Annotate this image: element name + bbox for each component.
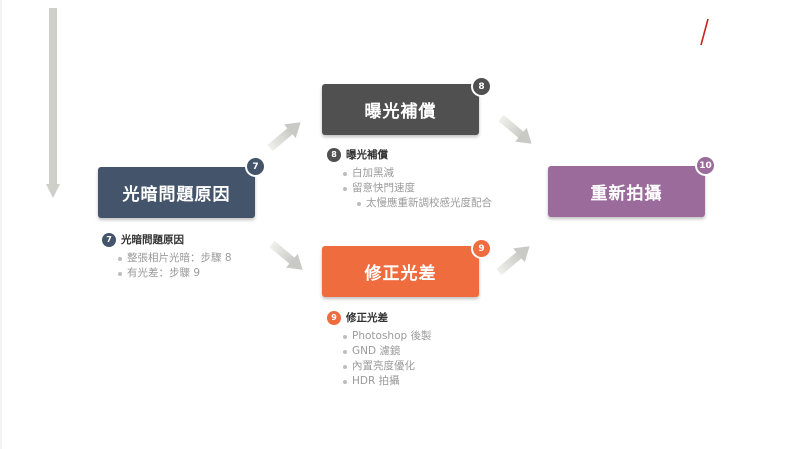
down-arrow-icon [46,8,60,198]
cause-notes: 7 光暗問題原因 整張相片光暗：步驟 8 有光差：步驟 9 [102,232,232,281]
correct-badge: 9 [471,238,492,259]
cause-box: 光暗問題原因 [98,167,255,218]
cause-notes-heading: 7 光暗問題原因 [102,232,232,247]
correct-box: 修正光差 [322,246,479,297]
list-item: 留意快門速度 [327,181,492,196]
left-edge-line [0,0,2,449]
exposure-badge: 8 [471,76,492,97]
arrow-cause-to-exposure [267,122,301,152]
exposure-notes: 8 曝光補償 白加黑減 留意快門速度 太慢應重新調校感光度配合 [327,147,492,211]
exposure-notes-badge: 8 [327,147,341,162]
correct-box-label: 修正光差 [364,264,437,284]
correct-notes-title: 修正光差 [346,312,388,324]
exposure-notes-title: 曝光補償 [346,149,388,161]
correct-notes-heading: 9 修正光差 [327,310,432,325]
correct-notes-badge: 9 [327,310,341,325]
cause-notes-badge: 7 [102,232,116,247]
arrow-correct-to-retake [496,246,530,276]
arrow-exposure-to-retake [498,114,532,144]
exposure-notes-heading: 8 曝光補償 [327,147,492,162]
list-item: 內置亮度優化 [327,359,432,374]
retake-badge-number: 10 [699,160,712,171]
correct-notes: 9 修正光差 Photoshop 後製 GND 濾鏡 內置亮度優化 HDR 拍攝 [327,310,432,389]
list-item: GND 濾鏡 [327,344,432,359]
arrow-cause-to-correct [269,240,303,270]
retake-box: 重新拍攝 [548,166,705,217]
list-item: 白加黑減 [327,166,492,181]
retake-badge: 10 [695,155,716,176]
list-item: HDR 拍攝 [327,374,432,389]
list-subitem: 太慢應重新調校感光度配合 [327,196,492,211]
exposure-box-label: 曝光補償 [364,102,437,122]
red-stroke-mark [700,18,709,46]
cause-box-label: 光暗問題原因 [122,185,231,205]
cause-badge: 7 [245,156,266,177]
cause-notes-title: 光暗問題原因 [121,234,184,246]
retake-box-label: 重新拍攝 [590,184,663,204]
list-item: Photoshop 後製 [327,329,432,344]
cause-badge-number: 7 [252,161,259,172]
correct-badge-number: 9 [478,243,485,254]
exposure-box: 曝光補償 [322,84,479,135]
list-item: 有光差：步驟 9 [102,266,232,281]
exposure-badge-number: 8 [478,81,485,92]
list-item: 整張相片光暗：步驟 8 [102,251,232,266]
